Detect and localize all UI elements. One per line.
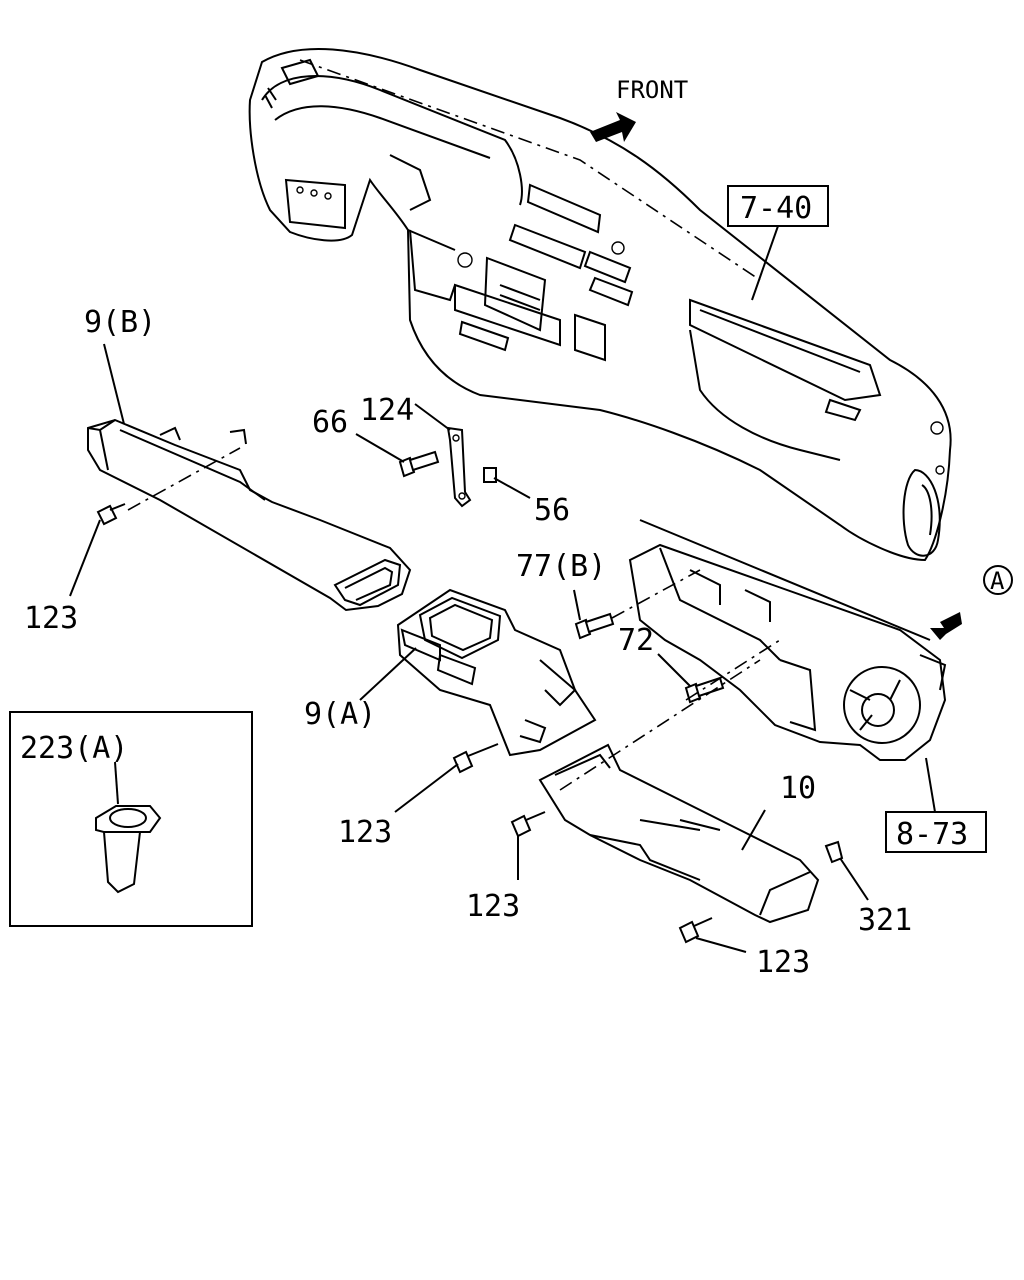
label-223a: 223(A) (20, 731, 128, 766)
bolt-77b (574, 612, 615, 640)
label-321: 321 (858, 903, 912, 938)
front-arrow: FRONT (590, 76, 688, 142)
ref-box-8-73[interactable]: 8-73 (885, 757, 987, 853)
front-label: FRONT (616, 76, 688, 104)
label-123-mid: 123 (338, 815, 392, 850)
label-72: 72 (618, 623, 654, 658)
bolt-72 (684, 676, 725, 704)
label-123-left: 123 (24, 601, 78, 636)
clip-56 (483, 467, 497, 483)
heater-unit (628, 519, 947, 761)
label-123-right: 123 (756, 945, 810, 980)
label-123-low: 123 (466, 889, 520, 924)
inset-box-223a (9, 711, 253, 927)
duct-10 (538, 659, 820, 924)
leader-lines (69, 343, 869, 953)
label-9a: 9(A) (304, 697, 376, 732)
screw-123-mid (452, 743, 499, 774)
view-a-arrow: A (930, 565, 1013, 640)
clip-321 (824, 840, 844, 864)
ref-7-40-label: 7-40 (740, 191, 812, 226)
ref-box-7-40[interactable]: 7-40 (727, 185, 829, 301)
screw-123-low (510, 811, 546, 838)
instrument-panel (248, 48, 952, 562)
view-a-label: A (990, 567, 1005, 595)
duct-9a (396, 588, 597, 757)
label-124: 124 (360, 393, 414, 428)
screw-123-left (96, 503, 126, 526)
label-66: 66 (312, 405, 348, 440)
bolt-66 (398, 450, 440, 478)
duct-9b (87, 418, 412, 612)
dash-leader-2 (611, 569, 701, 619)
bracket-124 (446, 426, 472, 508)
part-labels: 9(B) 124 66 56 123 77(B) 72 9(A) 223(A) … (20, 305, 912, 980)
label-77b: 77(B) (516, 549, 606, 584)
label-10: 10 (780, 771, 816, 806)
dash-leader-1 (685, 639, 781, 701)
label-9b: 9(B) (84, 305, 156, 340)
screw-123-right (678, 917, 713, 944)
ref-8-73-label: 8-73 (896, 817, 968, 852)
label-56: 56 (534, 493, 570, 528)
